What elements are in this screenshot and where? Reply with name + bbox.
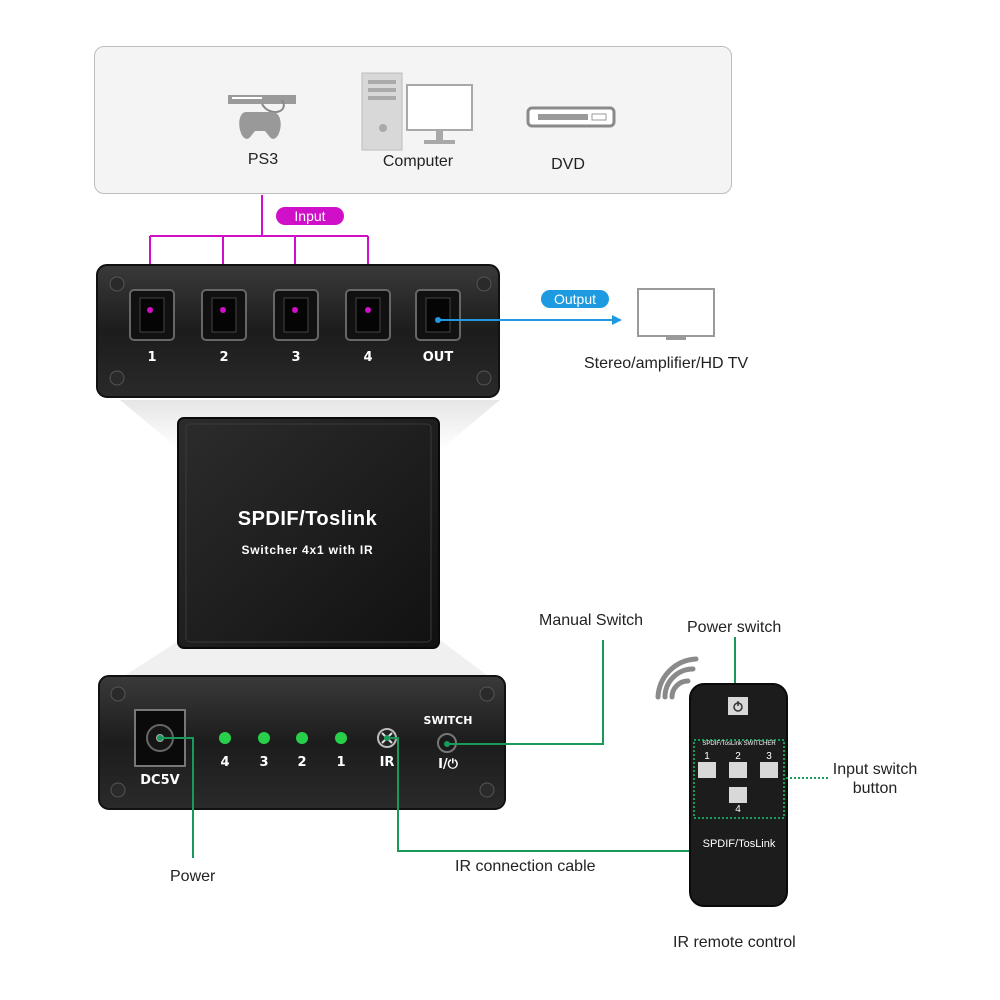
remote-brand: SPDIF/TosLink [702, 838, 776, 850]
optical-port-3 [273, 289, 319, 341]
switcher-top-view [177, 417, 440, 649]
port-label-3: 3 [291, 350, 301, 365]
led-3 [258, 732, 270, 744]
remote-num-2: 2 [735, 751, 741, 762]
callout-lines [160, 637, 736, 858]
port-label-2: 2 [219, 350, 229, 365]
optical-port-1 [129, 289, 175, 341]
dvd-player-icon [526, 106, 616, 128]
ir-signal-icon [655, 656, 699, 700]
optical-port-out [415, 289, 461, 341]
led-1 [335, 732, 347, 744]
computer-label: Computer [382, 153, 454, 170]
tv-icon [637, 288, 715, 340]
remote-button-4 [729, 787, 747, 803]
power-switch-callout: Power switch [687, 619, 782, 636]
optical-port-2 [201, 289, 247, 341]
output-badge: Output [541, 290, 609, 308]
remote-button-1 [698, 762, 716, 778]
brand-title: SPDIF/Toslink [237, 508, 378, 530]
remote-button-3 [760, 762, 778, 778]
remote-num-1: 1 [704, 751, 710, 762]
led-label-3: 3 [259, 755, 269, 770]
input-port-markers [147, 307, 371, 313]
ir-remote [689, 683, 830, 907]
remote-header: SPDIF/TosLink SWITCHER [702, 741, 776, 747]
ir-cable-callout: IR connection cable [455, 858, 596, 875]
switch-label: SWITCH [423, 714, 473, 727]
back-panel [98, 675, 506, 810]
ir-remote-callout: IR remote control [673, 934, 796, 951]
port-label-1: 1 [147, 350, 157, 365]
remote-button-2 [729, 762, 747, 778]
input-switch-button-callout: Input switch button [832, 761, 918, 797]
switch-symbol: I/⏻ [438, 757, 458, 772]
port-label-4: 4 [363, 350, 373, 365]
input-badge: Input [276, 207, 344, 225]
ps3-console-icon [228, 95, 296, 139]
optical-ports [129, 289, 461, 341]
remote-num-3: 3 [766, 751, 772, 762]
dc-label: DC5V [140, 773, 180, 788]
output-connection-arrow [435, 315, 622, 325]
remote-num-4: 4 [735, 804, 741, 815]
computer-icon [361, 72, 473, 151]
power-callout: Power [170, 868, 216, 885]
led-4 [219, 732, 231, 744]
port-label-out: OUT [422, 350, 454, 365]
led-label-4: 4 [220, 755, 230, 770]
ir-label: IR [379, 755, 395, 770]
output-device-label: Stereo/amplifier/HD TV [584, 355, 749, 372]
led-label-2: 2 [297, 755, 307, 770]
back-shade [110, 640, 500, 685]
brand-subtitle: Switcher 4x1 with IR [241, 543, 374, 557]
dvd-label: DVD [551, 156, 585, 173]
optical-port-4 [345, 289, 391, 341]
led-2 [296, 732, 308, 744]
manual-switch-callout: Manual Switch [539, 612, 644, 629]
led-label-1: 1 [336, 755, 346, 770]
ps3-label: PS3 [247, 151, 279, 168]
